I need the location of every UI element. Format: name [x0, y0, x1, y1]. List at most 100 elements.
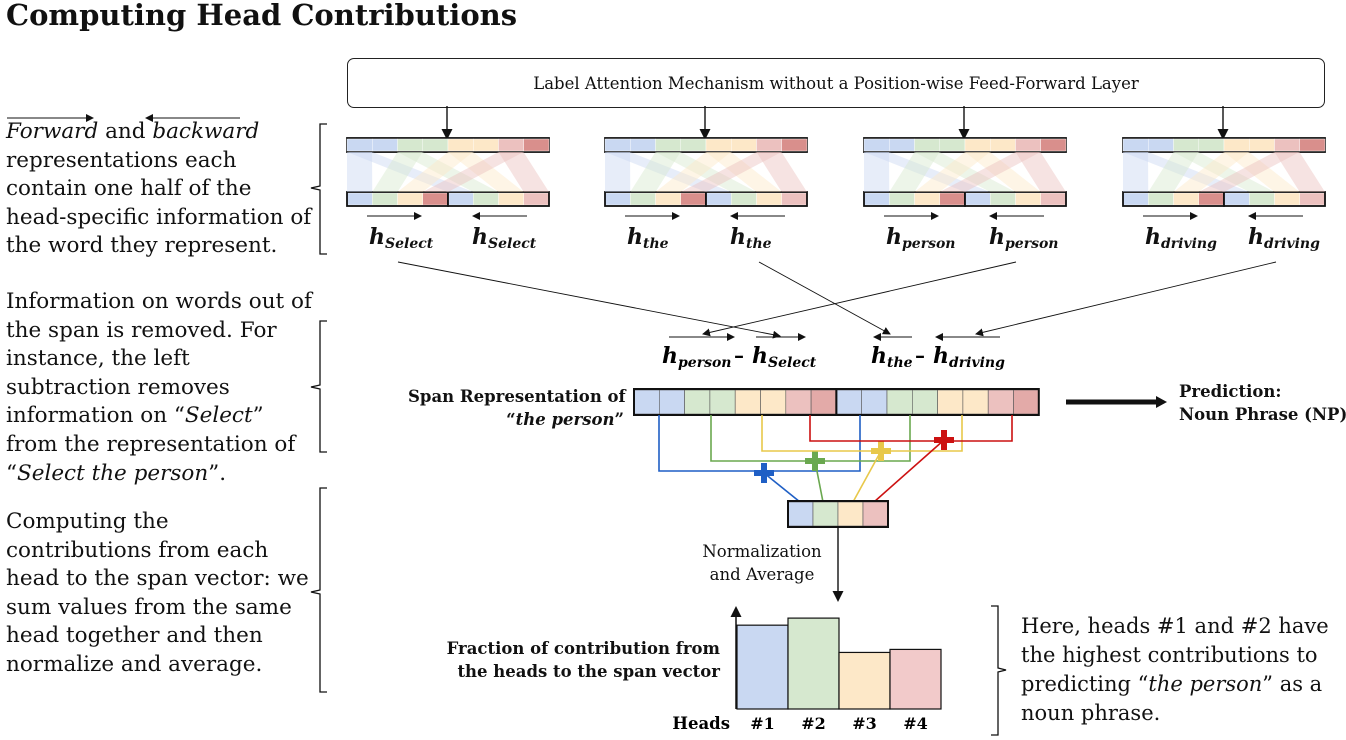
h-subscript: Select: [385, 236, 434, 252]
p2-select: Select: [184, 403, 253, 429]
top-cell: [498, 138, 524, 152]
minus-sign: –: [915, 343, 925, 367]
h-symbol: hperson: [662, 343, 731, 371]
bar-head-2: [787, 617, 840, 710]
bottom-cell: [964, 192, 991, 206]
bottom-cell: [1223, 192, 1250, 206]
h-symbol: h: [989, 224, 1005, 250]
conclusion-italic: the person: [1148, 672, 1263, 696]
chart-label-line2: the heads to the span vector: [457, 662, 720, 681]
quote-open: “: [506, 410, 516, 429]
conclusion-part-b: ” as a noun phrase.: [1021, 672, 1323, 725]
top-cell: [731, 138, 757, 152]
conclusion-part-a: Here, heads #1 and #2 have the highest c…: [1021, 614, 1329, 696]
attention-band: [680, 152, 782, 192]
chart-label: Fraction of contribution from the heads …: [430, 637, 720, 683]
bottom-cell: [1299, 192, 1326, 206]
bracket-1: [310, 123, 327, 255]
h-symbol: h: [886, 224, 902, 250]
attention-band: [655, 152, 731, 192]
attention-band: [1224, 152, 1300, 192]
paragraph-computing: Computing the contributions from each he…: [6, 509, 309, 677]
prediction-line2: Noun Phrase (NP): [1179, 405, 1346, 424]
quote-close: ”: [614, 410, 625, 429]
bottom-cell: [863, 192, 890, 206]
word-blocks: [346, 106, 1326, 220]
bottom-cell: [781, 192, 808, 206]
norm-line2: and Average: [709, 565, 815, 584]
prediction-label: Prediction: Noun Phrase (NP): [1179, 380, 1346, 426]
bottom-vector: [964, 191, 1067, 207]
forward-h-label: hthe: [627, 224, 669, 252]
top-cell: [1015, 138, 1041, 152]
forward-h-label: hdriving: [1145, 224, 1217, 252]
forward-h-label: hperson: [886, 224, 955, 252]
bottom-cell: [422, 192, 449, 206]
attention-band: [939, 152, 1041, 192]
h-subscript: person: [1005, 236, 1058, 252]
h-letter: h: [662, 343, 678, 369]
h-subscript: person: [678, 355, 731, 371]
bar-head-3: [838, 651, 891, 710]
h-subscript: Select: [488, 236, 537, 252]
attention-band: [706, 152, 782, 192]
subtraction-lines: [397, 261, 1277, 339]
chart-label-line1: Fraction of contribution from: [446, 639, 720, 658]
h-subscript: person: [902, 236, 955, 252]
span-cell: [785, 389, 812, 415]
attention-band: [498, 152, 549, 192]
attention-band: [397, 152, 499, 192]
top-cell: [1274, 138, 1300, 152]
line-the: [758, 261, 891, 335]
span-cell: [734, 389, 761, 415]
page-title: Computing Head Contributions: [6, 0, 518, 32]
x-tick-label: #3: [852, 714, 877, 733]
line-select: [397, 261, 781, 339]
minus-sign: –: [734, 343, 744, 367]
bottom-cell: [889, 192, 915, 206]
attention-band: [1274, 152, 1325, 192]
bottom-cell: [731, 192, 757, 206]
bottom-cell: [447, 192, 474, 206]
bottom-vector: [1223, 191, 1326, 207]
h-symbol: hdriving: [933, 343, 1005, 371]
attention-band: [1198, 152, 1300, 192]
normalization-label: Normalization and Average: [688, 540, 836, 586]
summed-cell-head-1: [787, 501, 814, 527]
top-cell: [1173, 138, 1199, 152]
attention-band: [864, 152, 890, 192]
h-symbol: h: [1248, 224, 1264, 250]
h-symbol: hSelect: [752, 343, 817, 371]
attention-band: [448, 152, 524, 192]
right-subtraction: hthe–hdriving: [871, 343, 1005, 371]
bottom-cell: [1040, 192, 1067, 206]
p2-part-c: ”.: [208, 460, 227, 486]
x-axis-label: Heads: [672, 714, 730, 733]
prediction-line1: Prediction:: [1179, 382, 1282, 401]
attention-band: [1148, 152, 1199, 192]
h-subscript: driving: [1264, 236, 1320, 252]
top-cell: [680, 138, 707, 152]
top-cell: [1148, 138, 1174, 152]
span-half: [835, 388, 1040, 416]
h-symbol: h: [472, 224, 488, 250]
top-cell: [1198, 138, 1225, 152]
span-label-line2: “the person”: [408, 408, 624, 431]
top-cell: [372, 138, 398, 152]
bracket-4: [991, 605, 1007, 736]
span-cell: [962, 389, 989, 415]
bottom-cell: [705, 192, 732, 206]
left-subtraction: hperson–hSelect: [662, 343, 817, 371]
top-cell: [1122, 138, 1149, 152]
top-cell: [655, 138, 681, 152]
bottom-cell: [1148, 192, 1174, 206]
top-cell: [630, 138, 656, 152]
h-letter: h: [752, 343, 768, 369]
top-cell: [397, 138, 423, 152]
top-cell: [889, 138, 915, 152]
prediction-arrow-head: [1156, 396, 1167, 408]
bottom-cell: [1122, 192, 1149, 206]
